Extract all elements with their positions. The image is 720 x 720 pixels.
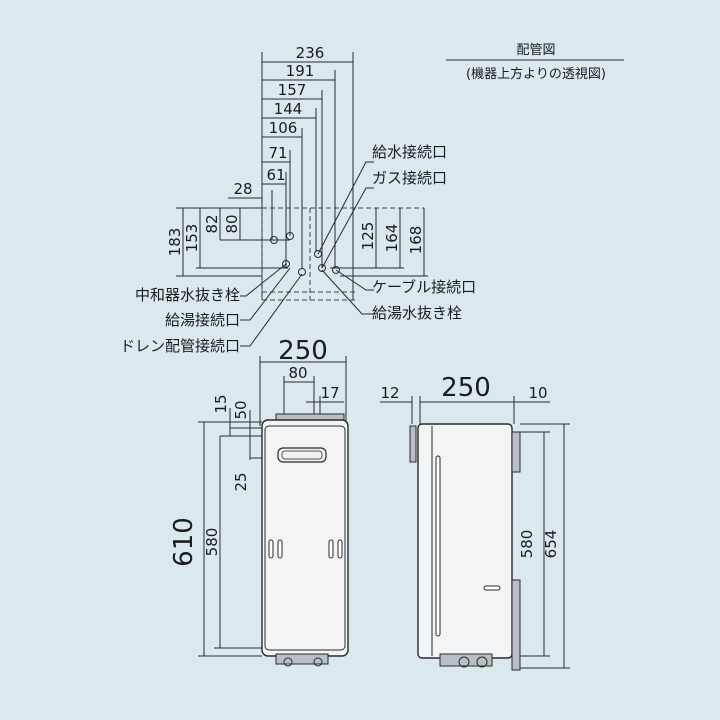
dim-61: 61 bbox=[266, 166, 285, 184]
connection-point bbox=[270, 236, 278, 244]
dim-191: 191 bbox=[286, 62, 315, 80]
vent-slot-left bbox=[268, 539, 274, 559]
front-view: 250 80 17 610 580 15 50 25 bbox=[169, 336, 349, 667]
piping-subtitle: (機器上方よりの透視図) bbox=[466, 66, 606, 82]
front-dim-17: 17 bbox=[320, 384, 339, 402]
dim-157: 157 bbox=[278, 81, 307, 99]
front-dim-80: 80 bbox=[288, 364, 307, 382]
connection-point bbox=[286, 232, 294, 240]
connection-point bbox=[282, 260, 290, 268]
dim-106: 106 bbox=[269, 119, 298, 137]
connection-point bbox=[314, 250, 322, 258]
side-dim-12: 12 bbox=[380, 384, 399, 402]
side-bracket-top bbox=[511, 431, 521, 473]
front-dim-15: 15 bbox=[212, 394, 230, 413]
piping-plan: 236 191 157 144 106 71 61 28 183 153 82 … bbox=[120, 44, 476, 355]
dim-28: 28 bbox=[233, 180, 252, 198]
exhaust-vent bbox=[277, 447, 327, 463]
wall-bracket bbox=[409, 425, 417, 463]
dim-164: 164 bbox=[383, 224, 401, 253]
label-gas-inlet: ガス接続口 bbox=[372, 169, 447, 187]
side-bottom-fittings bbox=[439, 653, 493, 667]
dim-71: 71 bbox=[268, 144, 287, 162]
dim-236: 236 bbox=[296, 44, 325, 62]
front-height-610: 610 bbox=[169, 517, 199, 567]
connection-point bbox=[318, 264, 326, 272]
dim-125: 125 bbox=[359, 222, 377, 251]
piping-title: 配管図 bbox=[516, 43, 555, 58]
front-width-250: 250 bbox=[278, 336, 328, 366]
horizontal-dimension-lines bbox=[228, 52, 354, 300]
side-dim-10: 10 bbox=[528, 384, 547, 402]
dim-82: 82 bbox=[203, 214, 221, 233]
side-bracket-bottom bbox=[511, 579, 521, 671]
label-hot-water-drain: 給湯水抜き栓 bbox=[372, 304, 462, 322]
front-dim-25: 25 bbox=[232, 472, 250, 491]
front-height-580: 580 bbox=[203, 528, 221, 557]
dim-144: 144 bbox=[274, 100, 303, 118]
dim-183: 183 bbox=[166, 228, 184, 257]
label-neutralizer-drain: 中和器水抜き栓 bbox=[135, 286, 240, 304]
dim-153: 153 bbox=[183, 224, 201, 253]
bottom-fittings bbox=[275, 653, 329, 665]
dim-80: 80 bbox=[223, 214, 241, 233]
connection-point bbox=[298, 268, 306, 276]
connection-point bbox=[332, 266, 340, 274]
side-height-654: 654 bbox=[542, 530, 560, 559]
side-height-580: 580 bbox=[518, 530, 536, 559]
vent-slot-right bbox=[328, 539, 334, 559]
front-dim-50: 50 bbox=[232, 400, 250, 419]
label-hot-water-outlet: 給湯接続口 bbox=[165, 311, 240, 329]
dim-168: 168 bbox=[407, 226, 425, 255]
side-width-250: 250 bbox=[441, 373, 491, 403]
label-water-inlet: 給水接続口 bbox=[372, 143, 447, 161]
side-view: 12 250 10 580 654 bbox=[380, 373, 570, 671]
label-cable-inlet: ケーブル接続口 bbox=[372, 278, 476, 296]
label-drain-pipe: ドレン配管接続口 bbox=[120, 337, 240, 355]
